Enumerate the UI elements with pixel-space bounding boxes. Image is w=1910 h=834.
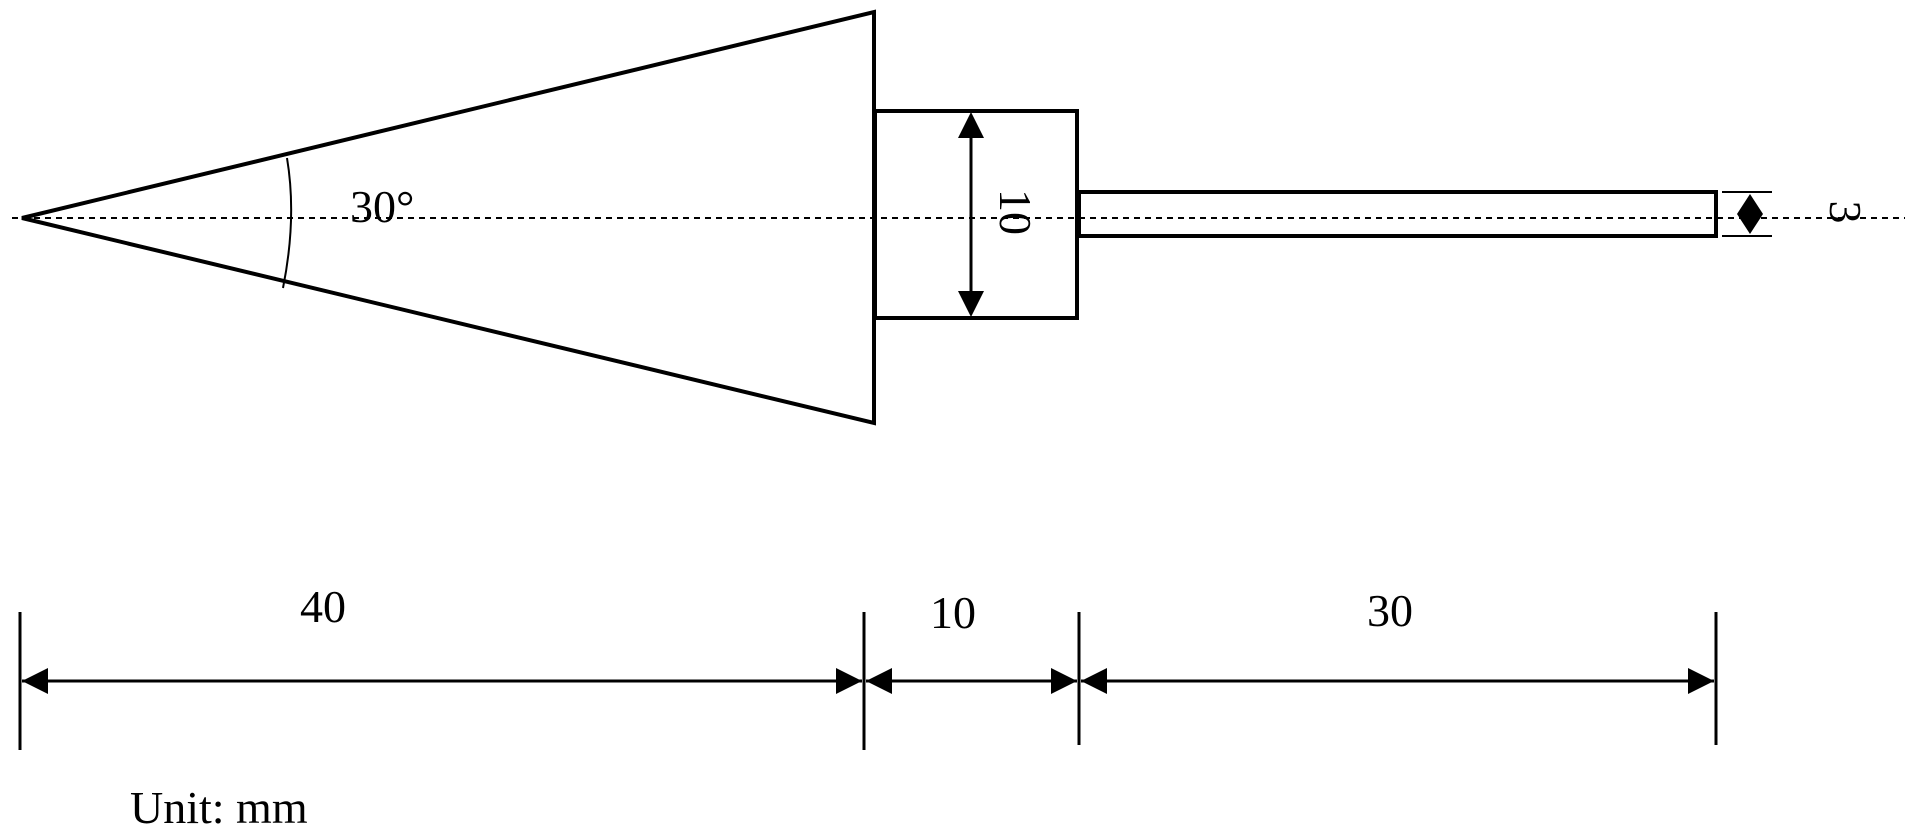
rod-diameter-arrow-top — [1737, 194, 1763, 214]
unit-note: Unit: mm — [130, 782, 308, 833]
cone-length-label: 40 — [300, 581, 346, 632]
angle-arc — [282, 157, 293, 289]
base-length-arrow-right — [1051, 668, 1077, 694]
base-length-label: 10 — [930, 587, 976, 638]
rod-length-arrow-right — [1688, 668, 1714, 694]
cone-length-arrow-right — [836, 668, 862, 694]
base-diameter-label: 10 — [990, 189, 1041, 235]
rod-length-arrow-left — [1081, 668, 1107, 694]
base-block-outline — [873, 109, 1079, 320]
angle-label: 30° — [350, 181, 414, 232]
base-diameter-arrow-top — [958, 112, 984, 138]
base-diameter-arrow-bottom — [958, 291, 984, 317]
base-length-arrow-left — [866, 668, 892, 694]
rod-diameter-label: 3 — [1820, 201, 1871, 224]
rod-diameter-arrow-bottom — [1737, 214, 1763, 234]
rod-outline — [1077, 190, 1718, 238]
cone-length-arrow-left — [22, 668, 48, 694]
rod-length-label: 30 — [1367, 585, 1413, 636]
